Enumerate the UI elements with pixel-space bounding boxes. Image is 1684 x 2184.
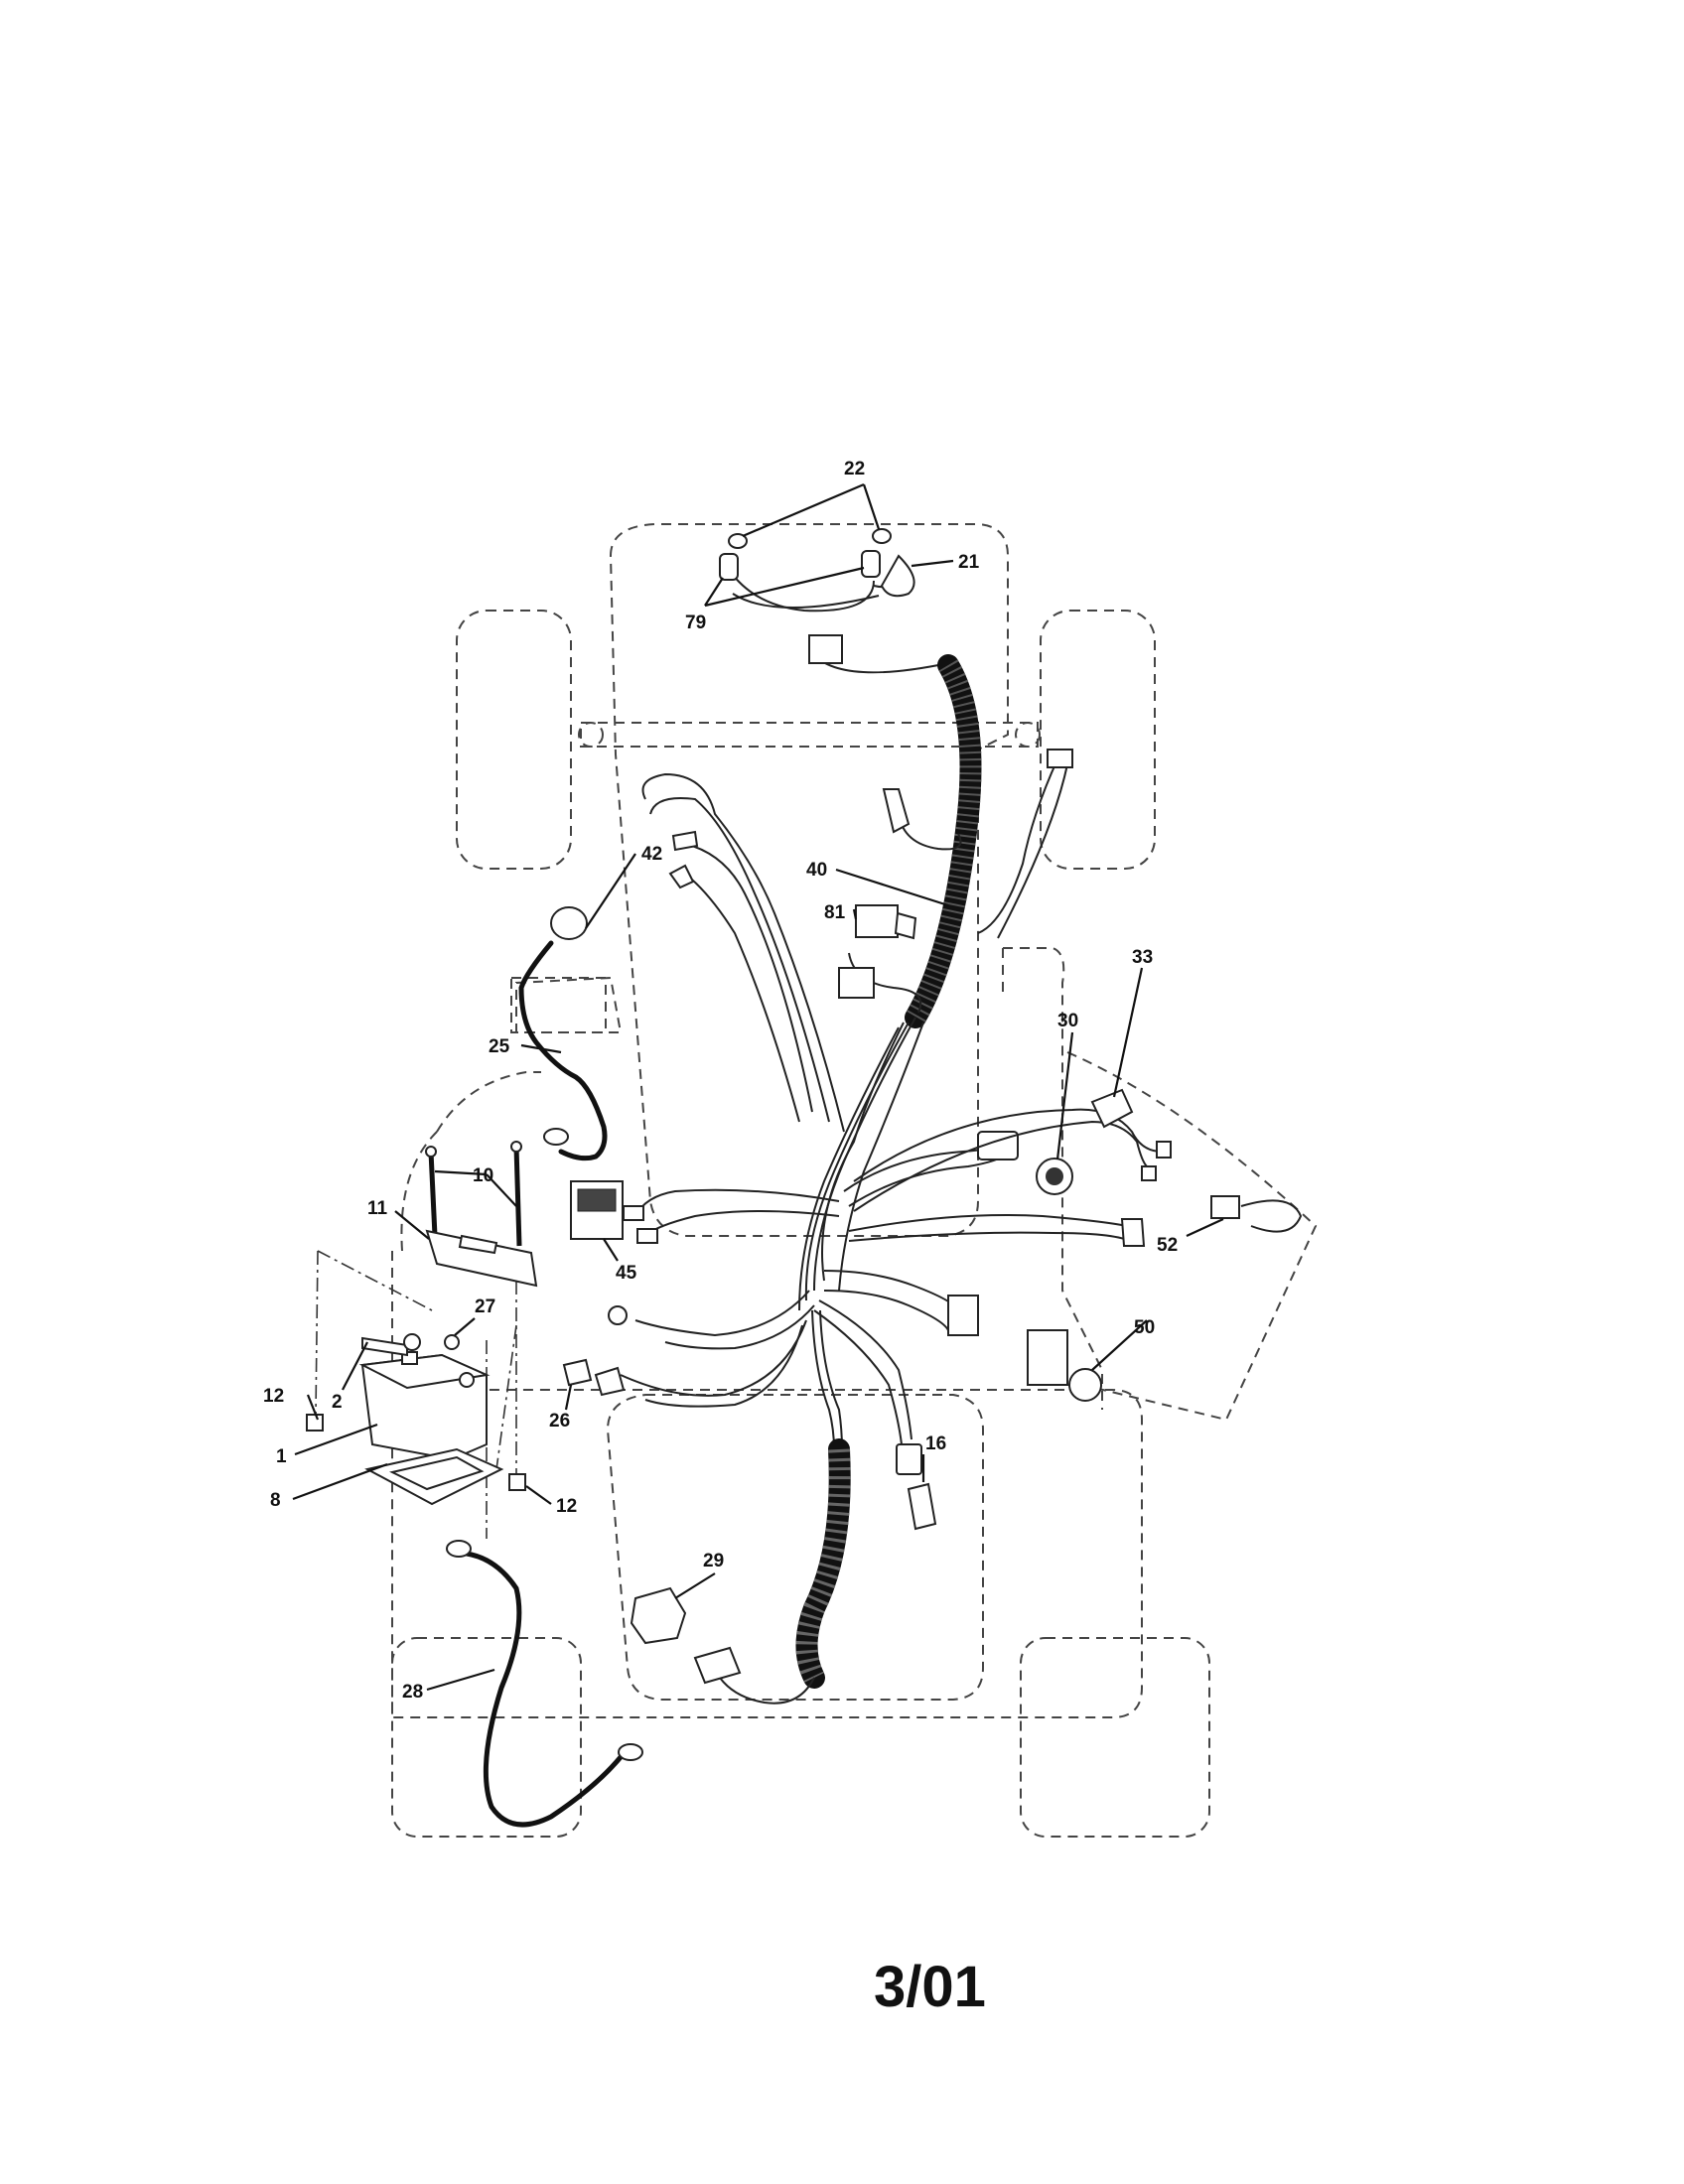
leader-lines <box>292 482 1224 1692</box>
ground-cable-ring-bottom <box>618 1743 643 1761</box>
parts <box>446 906 1303 1828</box>
callout-52: 52 <box>1157 1235 1178 1256</box>
callout-1: 1 <box>276 1446 287 1467</box>
callout-79: 79 <box>685 613 706 633</box>
hex-nut-right <box>508 1473 526 1491</box>
key-switch <box>1027 1329 1068 1386</box>
callout-50: 50 <box>1134 1317 1155 1338</box>
callout-10: 10 <box>473 1165 493 1186</box>
headlight-connector <box>880 554 915 598</box>
callout-81: 81 <box>824 902 846 923</box>
hex-nut-left <box>306 1414 324 1432</box>
callout-25: 25 <box>489 1036 510 1057</box>
ground-cable-ring-top <box>446 1540 472 1558</box>
square-connector <box>947 1295 979 1336</box>
callout-33: 33 <box>1132 947 1153 968</box>
callout-2: 2 <box>332 1392 343 1413</box>
callout-12-left: 12 <box>263 1386 284 1407</box>
headlight-socket-right <box>861 550 881 578</box>
callout-11: 11 <box>367 1198 388 1219</box>
callout-42: 42 <box>641 844 662 865</box>
seat-switch <box>630 1586 687 1645</box>
seat-switch-connector <box>693 1646 742 1685</box>
plunger-switch <box>907 1482 937 1531</box>
page-code: 3/01 <box>874 1955 986 2019</box>
relay <box>855 904 899 938</box>
callout-28: 28 <box>402 1682 423 1703</box>
headlight-bulb-right <box>872 528 892 544</box>
light-switch <box>1210 1195 1240 1219</box>
callouts: 22 21 79 40 81 42 25 33 30 10 11 45 52 2… <box>263 459 1178 1703</box>
callout-26: 26 <box>549 1411 570 1432</box>
callout-8: 8 <box>270 1490 281 1511</box>
callout-22: 22 <box>844 459 865 479</box>
callout-29: 29 <box>703 1551 724 1571</box>
callout-16: 16 <box>925 1433 946 1454</box>
battery-assembly <box>306 1141 538 1506</box>
headlight-bulb-left <box>728 533 748 549</box>
battery-cable-boot <box>550 906 588 940</box>
callout-40: 40 <box>806 860 827 881</box>
callout-12-right: 12 <box>556 1496 577 1517</box>
callout-45: 45 <box>616 1263 637 1284</box>
callout-27: 27 <box>475 1297 495 1317</box>
harness-connector-ignition <box>977 1131 1019 1160</box>
callout-21: 21 <box>958 552 980 573</box>
headlight-socket-left <box>719 553 739 581</box>
toggle-switch <box>1090 1088 1134 1129</box>
wiring-harness <box>562 528 1172 1705</box>
callout-30: 30 <box>1057 1011 1078 1031</box>
